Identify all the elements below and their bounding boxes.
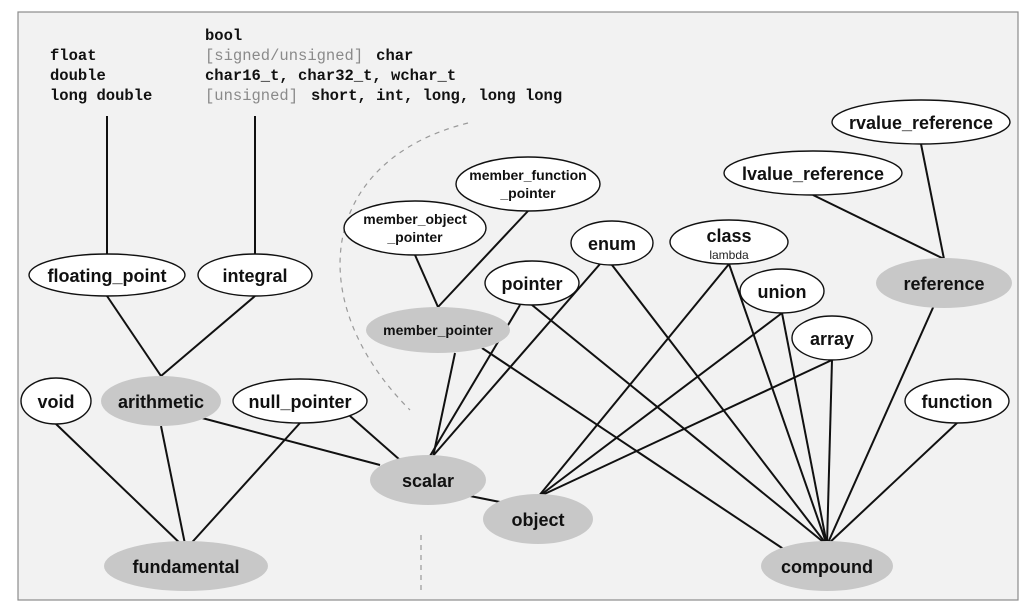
node-label: lvalue_reference — [742, 164, 884, 184]
node-label-line: _pointer — [386, 229, 443, 245]
node-label: scalar — [402, 471, 454, 491]
node-sublabel: lambda — [709, 248, 749, 262]
integral-line-wide-chars: char16_t, char32_t, wchar_t — [205, 67, 456, 85]
edge-function-to-compound — [826, 422, 958, 546]
edge-member-pointer-to-scalar — [432, 352, 456, 458]
fundamental-type-lists: float double long double bool [signed/un… — [50, 27, 562, 105]
node-floating-point: floating_point — [28, 253, 186, 297]
node-arithmetic: arithmetic — [101, 376, 221, 426]
edge-floating-point-to-arithmetic — [106, 295, 162, 377]
edge-integral-to-arithmetic — [160, 295, 256, 377]
node-member-function-pointer: member_function _pointer — [455, 156, 601, 212]
node-enum: enum — [570, 220, 654, 266]
edge-array-to-compound — [826, 359, 833, 546]
node-label: function — [922, 392, 993, 412]
node-compound: compound — [761, 541, 893, 591]
node-label-line: member_function — [469, 167, 586, 183]
edge-scalar-to-object — [469, 495, 501, 503]
node-object: object — [483, 494, 593, 544]
edge-enum-to-compound — [611, 264, 828, 546]
edge-member-object-pointer-to-member-pointer — [414, 254, 439, 308]
node-label: null_pointer — [249, 392, 352, 412]
node-scalar: scalar — [370, 455, 486, 505]
node-label: pointer — [502, 274, 563, 294]
node-union: union — [739, 268, 825, 314]
edge-reference-to-compound — [826, 282, 945, 546]
node-array: array — [791, 315, 873, 361]
node-label: class — [706, 226, 751, 246]
node-function: function — [904, 378, 1010, 424]
edge-pointer-to-compound — [531, 304, 828, 546]
integral-main: char16_t, char32_t, wchar_t — [205, 67, 456, 85]
floating-type-long-double: long double — [50, 87, 152, 105]
integral-main: bool — [205, 27, 242, 45]
node-label: compound — [781, 557, 873, 577]
edge-lvalue-reference-to-reference — [812, 194, 945, 260]
node-lvalue-reference: lvalue_reference — [723, 150, 903, 196]
integral-line-int-types: [unsigned] short, int, long, long long — [205, 87, 562, 105]
node-reference: reference — [876, 258, 1012, 308]
node-label: rvalue_reference — [849, 113, 993, 133]
edge-member-function-pointer-to-member-pointer — [437, 210, 529, 308]
edge-arithmetic-to-fundamental — [160, 425, 187, 550]
node-member-pointer: member_pointer — [366, 307, 510, 353]
edge-array-to-object — [537, 359, 833, 498]
node-void: void — [20, 377, 92, 425]
integral-qualifier: [unsigned] — [205, 87, 298, 105]
edge-class-to-object — [537, 263, 730, 498]
node-label: array — [810, 329, 854, 349]
node-label: union — [758, 282, 807, 302]
node-rvalue-reference: rvalue_reference — [831, 99, 1011, 145]
node-label: object — [511, 510, 564, 530]
edge-union-to-object — [537, 312, 783, 498]
floating-type-float: float — [50, 47, 97, 65]
edge-union-to-compound — [781, 312, 828, 546]
node-null-pointer: null_pointer — [232, 378, 368, 424]
node-label: fundamental — [132, 557, 239, 577]
integral-line-char: [signed/unsigned] char — [205, 47, 413, 65]
node-label-line: _pointer — [499, 185, 556, 201]
separator-upper — [339, 122, 469, 411]
hierarchy-edges — [55, 143, 958, 551]
node-label: floating_point — [48, 266, 167, 286]
node-pointer: pointer — [484, 260, 580, 306]
node-label: member_pointer — [383, 322, 493, 338]
edge-enum-to-scalar — [431, 263, 601, 458]
integral-main: short, int, long, long long — [311, 87, 562, 105]
edge-member-pointer-to-compound — [481, 347, 786, 551]
node-integral: integral — [197, 253, 313, 297]
node-fundamental: fundamental — [104, 541, 268, 591]
node-label: integral — [222, 266, 287, 286]
edge-void-to-fundamental — [55, 423, 187, 550]
edge-rvalue-reference-to-reference — [920, 143, 945, 260]
floating-type-double: double — [50, 67, 106, 85]
node-class: class lambda — [669, 219, 789, 265]
node-label: arithmetic — [118, 392, 204, 412]
edge-class-to-compound — [728, 263, 828, 546]
edge-null-pointer-to-fundamental — [185, 422, 301, 550]
node-label-line: member_object — [363, 211, 467, 227]
edge-null-pointer-to-scalar — [349, 415, 401, 461]
node-label: void — [37, 392, 74, 412]
integral-line-bool: bool — [205, 27, 242, 45]
integral-main: char — [376, 47, 413, 65]
node-label: enum — [588, 234, 636, 254]
node-label: reference — [903, 274, 984, 294]
node-member-object-pointer: member_object _pointer — [343, 200, 487, 256]
integral-qualifier: [signed/unsigned] — [205, 47, 363, 65]
edge-arithmetic-to-scalar — [201, 417, 381, 466]
